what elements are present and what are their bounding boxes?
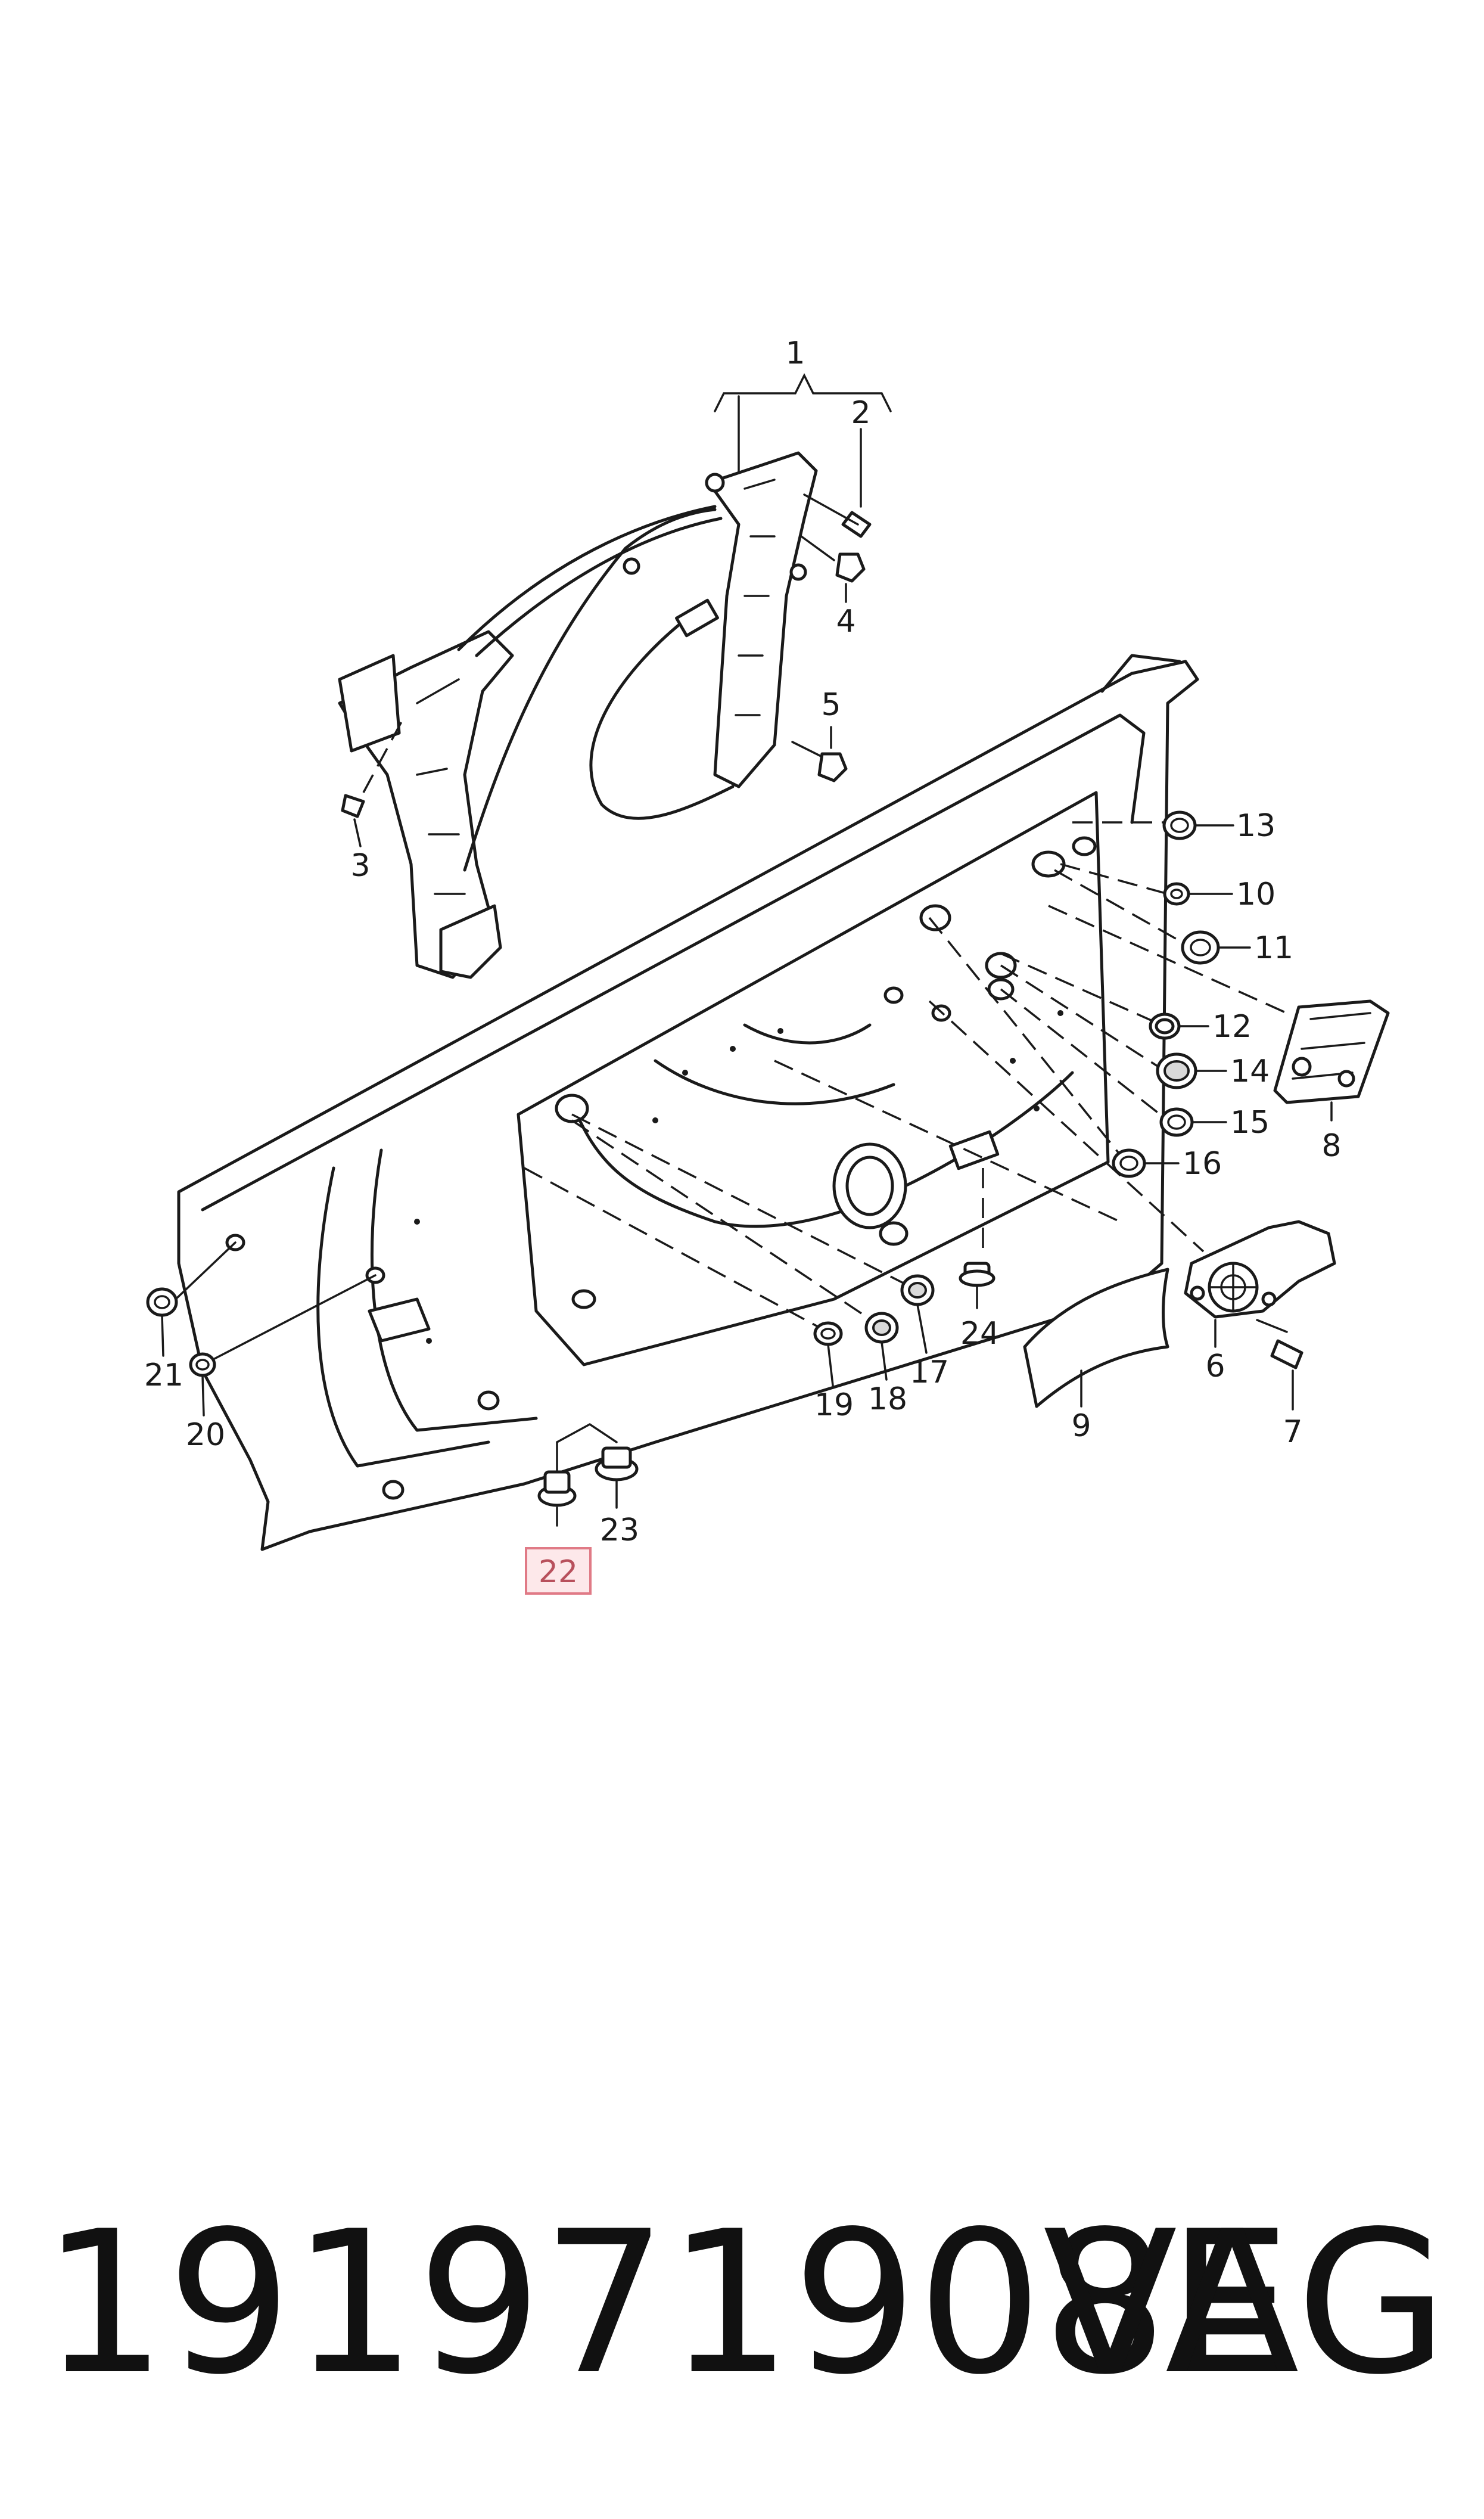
callout-3: 3 (350, 848, 370, 884)
callout-7: 7 (1283, 1414, 1302, 1450)
door-perforations (414, 1010, 1063, 1344)
regulator-fasteners (341, 428, 872, 847)
callout-8: 8 (1321, 1128, 1341, 1164)
door-shell (177, 654, 1199, 1551)
callout-4: 4 (836, 604, 855, 639)
callout-12: 12 (1212, 1009, 1252, 1045)
callout-20: 20 (186, 1417, 225, 1453)
callout-6: 6 (1205, 1349, 1225, 1384)
callout-9: 9 (1071, 1408, 1091, 1444)
callout-19: 19 (814, 1387, 854, 1423)
callout-22: 22 (539, 1554, 578, 1590)
callout-22-highlight (525, 1547, 592, 1595)
callout-21: 21 (144, 1358, 183, 1393)
callout-10: 10 (1236, 877, 1275, 912)
callout-18: 18 (868, 1381, 907, 1417)
callout-13: 13 (1236, 808, 1275, 844)
callout-17: 17 (910, 1355, 949, 1390)
callout-15: 15 (1230, 1105, 1270, 1141)
callout-16: 16 (1183, 1146, 1222, 1182)
cover-foil (1023, 1268, 1169, 1408)
callout-2: 2 (851, 395, 870, 431)
callout-14: 14 (1230, 1054, 1270, 1089)
callout-24: 24 (960, 1316, 1000, 1352)
window-regulator (338, 373, 892, 979)
callout-11: 11 (1254, 930, 1293, 966)
leader-lines (175, 821, 1287, 1360)
callout-labels: 1 2 3 4 5 6 7 8 9 10 11 12 13 14 15 16 1… (144, 336, 1342, 1595)
callout-ticks (161, 824, 1251, 1417)
brand-name: VAG (1043, 2189, 1448, 2418)
callout-23: 23 (600, 1512, 639, 1548)
callout-1: 1 (785, 336, 805, 371)
part-number: 191971908E (42, 2189, 1292, 2418)
control-module (1273, 999, 1390, 1122)
window-motor (1184, 1220, 1336, 1411)
callout-5: 5 (821, 687, 841, 723)
